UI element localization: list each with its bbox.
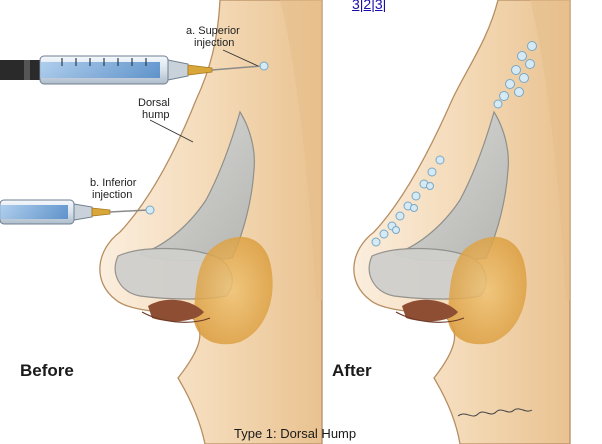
dorsal-label-line2: hump [142, 109, 170, 121]
superior-label-line2: injection [194, 37, 234, 49]
after-label: After [332, 361, 372, 380]
caption: Type 1: Dorsal Hump [234, 426, 356, 441]
inferior-label-line2: injection [92, 189, 132, 201]
dorsal-label-line1: Dorsal [138, 97, 170, 109]
after-nose [354, 0, 570, 444]
inferior-label-line1: b. Inferior [90, 177, 137, 189]
before-label: Before [20, 361, 74, 380]
superior-label-line1: a. Superior [186, 25, 240, 37]
